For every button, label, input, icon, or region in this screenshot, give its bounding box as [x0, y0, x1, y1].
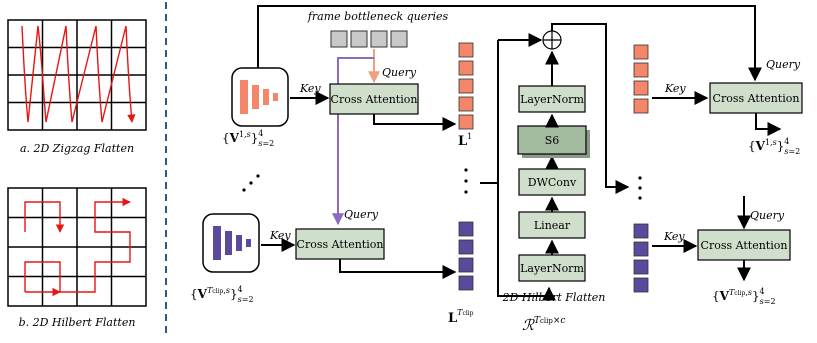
bottleneck-queries: [330, 30, 408, 48]
top-feature-set: {V1,s}s=24: [222, 129, 274, 148]
layer-linear-label: Linear: [534, 219, 571, 232]
right-top-output-arrow: [755, 113, 782, 136]
ellipsis-center: [464, 168, 468, 194]
top-encoder: [231, 67, 289, 127]
top-query-label: Query: [382, 66, 417, 79]
block-output-line: [551, 23, 630, 194]
right-top-key-label: Key: [664, 82, 686, 95]
hilbert-path: [24, 197, 131, 297]
layer-layernorm-bottom: [518, 254, 586, 282]
layer-s6: [517, 125, 587, 155]
zigzag-grid: [7, 19, 147, 131]
block-input-line: [497, 40, 556, 301]
right-top-cross-attention-label: Cross Attention: [713, 92, 800, 105]
top-skip-line: [257, 5, 762, 82]
hilbert-caption: b. 2D Hilbert Flatten: [19, 316, 136, 329]
right-top-tokens: [633, 44, 649, 114]
right-bottom-cross-attention-label: Cross Attention: [701, 239, 788, 252]
layer-layernorm-bottom-label: LayerNorm: [520, 262, 584, 275]
bottleneck-label: frame bottleneck queries: [307, 10, 449, 23]
right-bottom-feature-set: {VTclip,s}s=24: [712, 287, 776, 306]
layer-s6-label: S6: [545, 134, 560, 147]
right-top-feature-set: {V1,s}s=24: [748, 137, 800, 156]
bottom-cross-attention-label: Cross Attention: [297, 238, 384, 251]
hilbert-grid: [7, 187, 147, 307]
zigzag-path: [21, 25, 136, 123]
top-output-tokens: [458, 42, 474, 130]
layer-layernorm-top: [518, 85, 586, 113]
layer-dwconv-label: DWConv: [528, 176, 577, 189]
layer-dwconv: [518, 168, 586, 196]
layer-layernorm-top-label: LayerNorm: [520, 93, 584, 106]
right-bottom-tokens: [633, 223, 649, 293]
ellipsis-left: [242, 174, 260, 192]
top-key-label: Key: [299, 82, 321, 95]
layer-linear: [518, 211, 586, 239]
right-bottom-cross-attention: [697, 229, 791, 261]
right-top-query-label: Query: [766, 58, 801, 71]
bottom-output-tokens: [458, 221, 474, 291]
bottom-output-L: LTclip: [448, 308, 474, 326]
bottom-encoder: [202, 213, 260, 273]
top-cross-attention: [329, 83, 419, 115]
top-output-arrow: [373, 114, 457, 131]
bottom-query-path: [332, 57, 374, 226]
ellipsis-right: [638, 176, 642, 200]
right-bottom-key-label: Key: [663, 230, 685, 243]
bottom-cross-attention: [295, 228, 385, 260]
top-output-L: L1: [458, 132, 472, 149]
right-bottom-query-label: Query: [750, 209, 785, 222]
bottom-output-arrow: [339, 259, 457, 279]
bottom-key-label: Key: [269, 229, 291, 242]
bottom-query-label: Query: [344, 208, 379, 221]
add-node: [542, 30, 562, 50]
zigzag-caption: a. 2D Zigzag Flatten: [20, 142, 134, 155]
mamba-caption: 2D Hilbert Flatten: [502, 291, 606, 304]
bottom-feature-set: {VTclip,s}s=24: [190, 285, 254, 304]
tensor-shape: ℛTclip×c: [522, 316, 565, 334]
top-cross-attention-label: Cross Attention: [331, 93, 418, 106]
